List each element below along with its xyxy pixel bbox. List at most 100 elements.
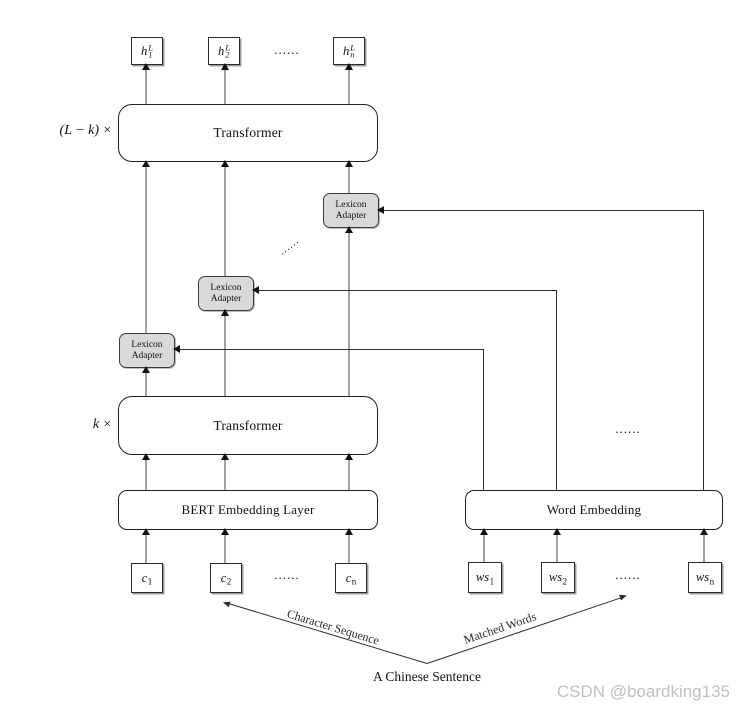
lexicon-adapter-1: Lexicon Adapter xyxy=(119,333,175,368)
connector-line xyxy=(348,67,350,104)
k-multiplier: k × xyxy=(92,417,112,432)
bert-embedding-label: BERT Embedding Layer xyxy=(181,502,315,517)
adapter3-line1: Lexicon xyxy=(335,200,367,210)
connector-line xyxy=(224,163,226,276)
arrowhead-up-icon xyxy=(345,226,353,233)
connector-line xyxy=(224,534,226,563)
output-hn-sup: L xyxy=(350,42,355,52)
word-riser-line xyxy=(483,349,484,490)
arrowhead-up-icon xyxy=(553,528,561,535)
connector-line xyxy=(145,457,147,490)
c2-base: c xyxy=(220,570,227,585)
connector-line xyxy=(224,67,226,104)
adapter1-line1: Lexicon xyxy=(131,340,163,350)
matched-words-arrow xyxy=(426,592,628,664)
arrowhead-left-icon xyxy=(173,345,180,353)
arrowhead-up-icon xyxy=(345,160,353,167)
output-h2-sub: 2 xyxy=(225,49,230,60)
adapter1-line2: Adapter xyxy=(131,350,163,361)
adapter2-line2: Adapter xyxy=(210,293,242,304)
ws1-sub: 1 xyxy=(489,576,495,586)
output-h2-base: h xyxy=(218,43,225,58)
connector-line xyxy=(145,371,147,396)
adapter3-line2: Adapter xyxy=(335,210,367,221)
arrowhead-up-icon xyxy=(480,528,488,535)
char-ellipsis: ...... xyxy=(274,567,300,582)
arrowhead-up-icon xyxy=(142,453,150,460)
arrowhead-icon xyxy=(618,592,628,600)
arrowhead-up-icon xyxy=(221,528,229,535)
connector-line xyxy=(145,163,147,333)
transformer-top-label: Transformer xyxy=(213,125,283,140)
adapter-feed-line xyxy=(177,349,484,350)
arrowhead-up-icon xyxy=(345,63,353,70)
word-embedding-box: Word Embedding xyxy=(465,490,723,530)
transformer-top-box: Transformer xyxy=(118,104,378,162)
output-ellipsis: ...... xyxy=(274,42,300,57)
arrowhead-up-icon xyxy=(142,528,150,535)
output-hn-sub: n xyxy=(350,49,355,60)
output-h1-sub: 1 xyxy=(148,49,153,60)
arrowhead-up-icon xyxy=(221,453,229,460)
character-sequence-label: Character Sequence xyxy=(285,606,381,648)
arrowhead-up-icon xyxy=(221,160,229,167)
ws2-sub: 2 xyxy=(562,576,568,586)
connector-line xyxy=(483,534,485,562)
connector-line xyxy=(348,163,350,193)
transformer-bottom-box: Transformer xyxy=(118,396,378,455)
connector-line xyxy=(224,457,226,490)
connector-line xyxy=(145,67,147,104)
connector-line xyxy=(224,314,226,396)
connector-line xyxy=(348,457,350,490)
cn-base: c xyxy=(345,570,352,585)
output-hn-base: h xyxy=(343,43,350,58)
word-ellipsis: ...... xyxy=(615,567,641,582)
adapter2-line1: Lexicon xyxy=(210,283,242,293)
watermark-text: CSDN @boardking135 xyxy=(556,682,730,701)
arrowhead-up-icon xyxy=(700,528,708,535)
c2-sub: 2 xyxy=(226,576,232,587)
output-h2-sup: L xyxy=(225,42,230,52)
arrowhead-up-icon xyxy=(345,453,353,460)
adapter-feed-line xyxy=(381,210,704,211)
ws2-base: ws xyxy=(548,570,563,584)
arrowhead-up-icon xyxy=(142,63,150,70)
wsn-sub: n xyxy=(709,576,715,586)
word-riser-line xyxy=(556,290,557,490)
adapter-feed-line xyxy=(256,290,557,291)
arrowhead-left-icon xyxy=(377,206,384,214)
arrowhead-up-icon xyxy=(345,528,353,535)
c1-sub: 1 xyxy=(147,576,153,587)
bert-embedding-box: BERT Embedding Layer xyxy=(118,490,378,530)
word-riser-line xyxy=(703,210,704,490)
ws1-base: ws xyxy=(475,570,490,584)
arrowhead-left-icon xyxy=(252,286,259,294)
adapter-ellipsis: ...... xyxy=(276,234,302,258)
output-h1-sup: L xyxy=(148,42,153,52)
cn-sub: n xyxy=(351,576,357,587)
arrowhead-up-icon xyxy=(221,63,229,70)
lexicon-adapter-2: Lexicon Adapter xyxy=(198,276,254,311)
connector-line xyxy=(703,534,705,562)
matched-words-label: Matched Words xyxy=(461,609,538,647)
lexicon-adapter-3: Lexicon Adapter xyxy=(323,193,379,228)
sentence-caption: A Chinese Sentence xyxy=(373,669,481,684)
word-riser-ellipsis: ...... xyxy=(615,421,641,436)
arrowhead-up-icon xyxy=(221,309,229,316)
transformer-bottom-label: Transformer xyxy=(213,417,283,433)
connector-line xyxy=(145,534,147,563)
c1-base: c xyxy=(141,570,148,585)
connector-line xyxy=(556,534,558,562)
